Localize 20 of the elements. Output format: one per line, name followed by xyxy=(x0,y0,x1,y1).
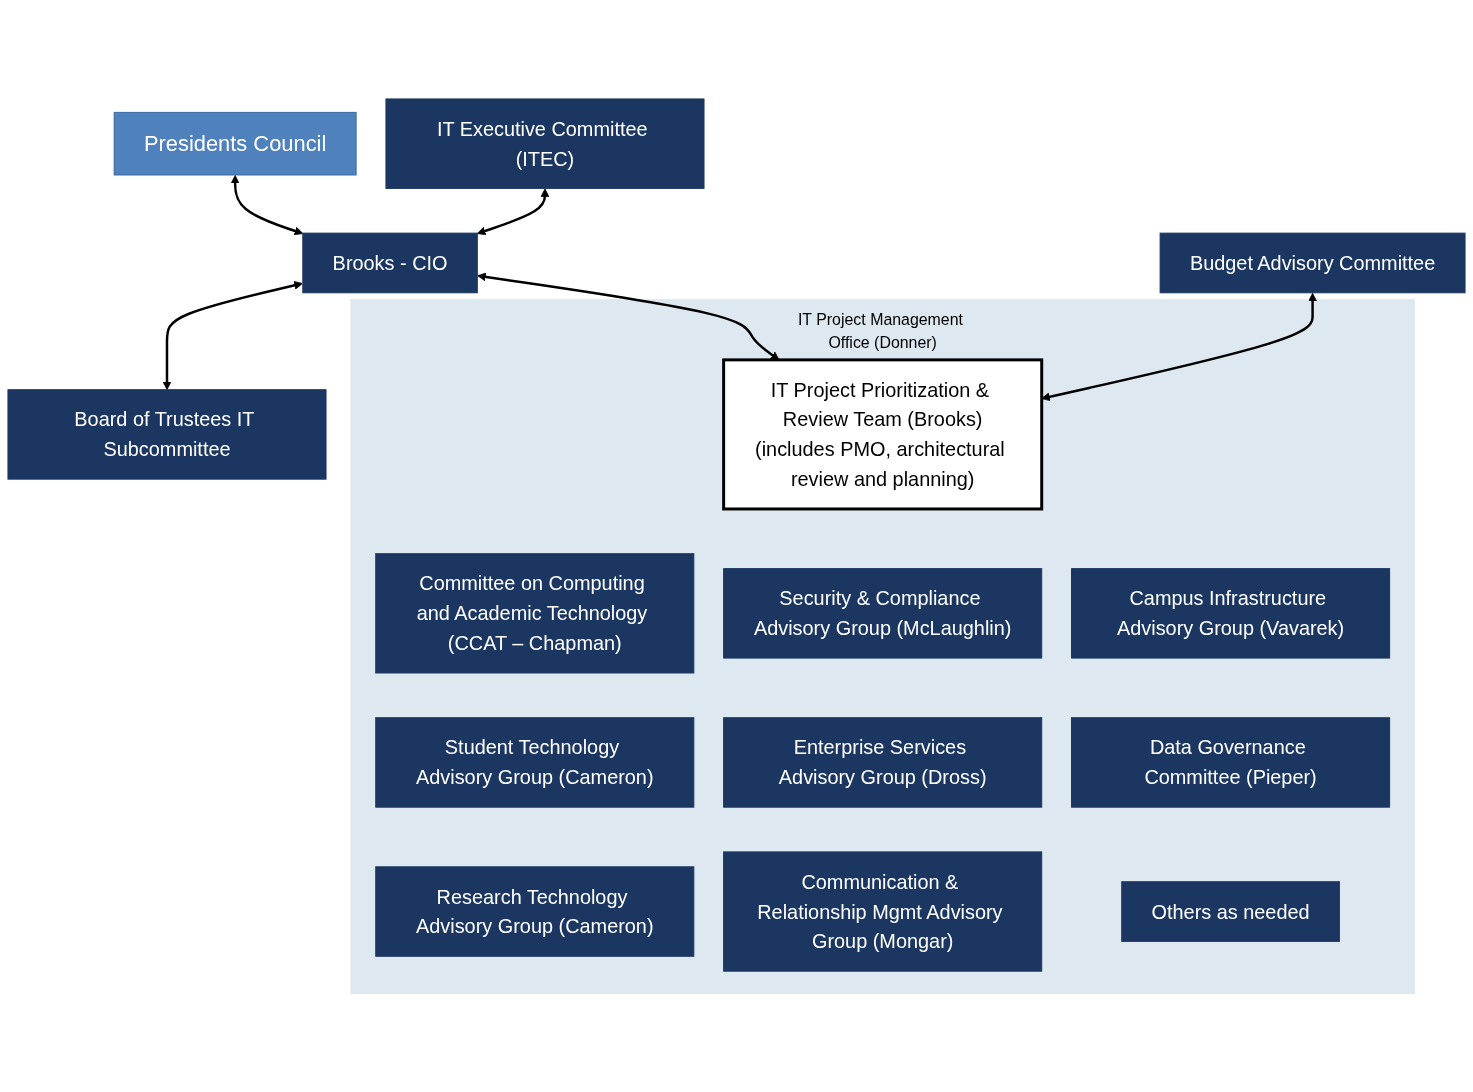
node-box: Campus Infrastructure Advisory Group (Vavarek) xyxy=(1071,567,1391,659)
arrow xyxy=(477,272,780,360)
node-box: Presidents Council xyxy=(113,111,357,176)
node-box: Budget Advisory Committee xyxy=(1159,232,1466,294)
arrow xyxy=(1041,292,1317,401)
node-box: Enterprise Services Advisory Group (Dross) xyxy=(723,716,1043,808)
node-box: Data Governance Committee (Pieper) xyxy=(1071,716,1391,808)
arrow xyxy=(476,188,550,235)
node-box: Research Technology Advisory Group (Cameron) xyxy=(375,866,695,957)
arrow xyxy=(230,174,304,235)
node-box: Board of Trustees IT Subcommittee xyxy=(7,388,327,480)
node-box: IT Project Prioritization & Review Team (Brooks) (includes PMO, architectural review and planning) xyxy=(722,358,1044,511)
node-box: IT Executive Committee (ITEC) xyxy=(385,98,705,189)
node-box: Committee on Computing and Academic Technology (CCAT – Chapman) xyxy=(375,552,695,674)
node-box: Security & Compliance Advisory Group (McLaughlin) xyxy=(723,567,1043,659)
node-box: Student Technology Advisory Group (Cameron) xyxy=(375,716,695,808)
arrow xyxy=(162,280,303,390)
node-box: Others as needed xyxy=(1121,880,1340,942)
node-box: Communication & Relationship Mgmt Advisory Group (Mongar) xyxy=(723,851,1043,972)
node-box: Brooks - CIO xyxy=(302,232,478,294)
